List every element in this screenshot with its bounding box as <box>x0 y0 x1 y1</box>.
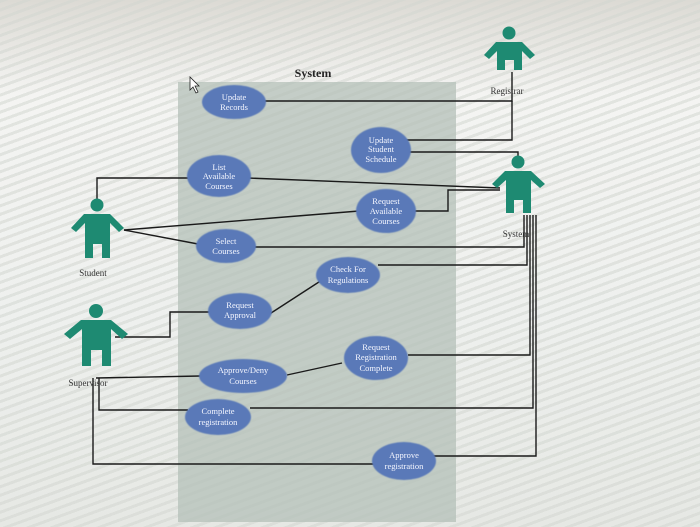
person-icon <box>90 198 104 212</box>
use-case-update-records[interactable]: Update Records <box>202 85 266 119</box>
use-case-label: Registration <box>355 352 397 362</box>
actor-student[interactable] <box>71 198 124 259</box>
use-case-label: registration <box>385 461 424 471</box>
line-registrar-update-schedule <box>403 101 513 141</box>
use-case-label: Request <box>372 196 400 206</box>
use-case-label: Approve/Deny <box>218 365 269 375</box>
line-student-list-courses <box>96 177 188 205</box>
use-case-label: Schedule <box>365 154 396 164</box>
use-case-label: Regulations <box>328 275 369 285</box>
line-request-complete-system <box>408 215 531 356</box>
actor-label-system: System <box>503 229 530 239</box>
use-case-label: Update <box>369 135 394 145</box>
line-approve-deny-request-complete <box>286 362 343 376</box>
use-case-label: Available <box>203 171 236 181</box>
use-case-label: Approval <box>224 310 257 320</box>
use-case-label: Request <box>362 342 390 352</box>
use-case-label: Complete <box>201 406 234 416</box>
system-title: System <box>295 66 332 80</box>
actor-label-registrar: Registrar <box>491 86 524 96</box>
use-case-request-approval[interactable]: Request Approval <box>208 293 272 329</box>
use-case-approve-deny-courses[interactable]: Approve/Deny Courses <box>199 359 287 393</box>
line-complete-registration-system <box>250 215 534 409</box>
person-icon <box>502 26 516 40</box>
line-student-select-courses <box>123 229 199 245</box>
actor-label-supervisor: Supervisor <box>69 378 108 388</box>
actor-system[interactable] <box>492 155 545 214</box>
use-case-complete-registration[interactable]: Complete registration <box>185 399 251 435</box>
actor-supervisor[interactable] <box>64 304 128 366</box>
line-request-courses-system <box>414 189 500 212</box>
line-supervisor-approve-deny <box>95 375 201 379</box>
use-case-label: List <box>212 162 226 172</box>
line-approve-registration-system <box>432 215 537 457</box>
use-case-update-student-schedule[interactable]: Update Student Schedule <box>351 127 411 173</box>
use-case-label: Complete <box>359 363 392 373</box>
use-case-label: Available <box>370 206 403 216</box>
use-case-label: Courses <box>212 246 239 256</box>
line-supervisor-approve-registration <box>92 378 375 465</box>
use-case-label: Courses <box>205 181 232 191</box>
use-case-label: Records <box>220 102 248 112</box>
line-regulations-system <box>378 215 528 266</box>
use-case-label: Courses <box>229 376 256 386</box>
use-case-select-courses[interactable]: Select Courses <box>196 229 256 263</box>
line-select-courses-system <box>255 215 525 248</box>
person-icon <box>511 155 525 169</box>
use-case-request-registration-complete[interactable]: Request Registration Complete <box>344 336 408 380</box>
use-case-label: Check For <box>330 264 366 274</box>
use-case-approve-registration[interactable]: Approve registration <box>372 442 436 480</box>
use-case-request-available-courses[interactable]: Request Available Courses <box>356 189 416 233</box>
use-case-label: registration <box>199 417 238 427</box>
cursor-icon <box>189 76 200 94</box>
line-supervisor-request-approval <box>115 311 210 338</box>
use-case-label: Select <box>216 236 237 246</box>
association-lines <box>92 72 537 465</box>
use-case-label: Approve <box>389 450 419 460</box>
use-case-check-for-regulations[interactable]: Check For Regulations <box>316 257 380 293</box>
use-case-label: Update <box>222 92 247 102</box>
use-case-label: Request <box>226 300 254 310</box>
use-case-list-available-courses[interactable]: List Available Courses <box>187 155 251 197</box>
line-supervisor-complete-registration <box>98 378 188 411</box>
use-case-label: Student <box>368 144 395 154</box>
line-regulations-request-approval <box>267 279 323 316</box>
actor-label-student: Student <box>79 268 107 278</box>
use-case-label: Courses <box>372 216 399 226</box>
person-icon <box>89 304 103 318</box>
line-student-request-courses <box>123 210 360 231</box>
actor-registrar[interactable] <box>484 26 535 71</box>
line-list-courses-system <box>247 177 501 189</box>
